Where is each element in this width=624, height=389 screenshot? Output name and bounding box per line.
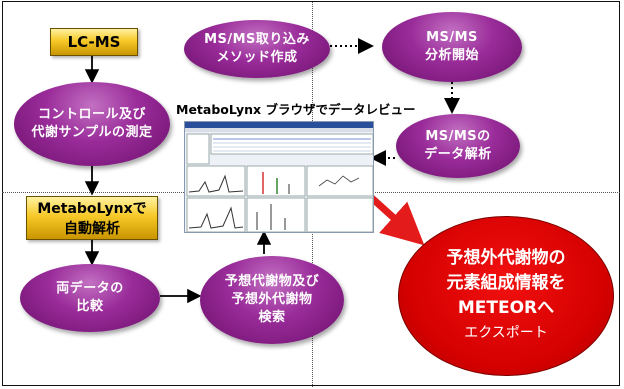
metabolynx-line-1: MetaboLynxで xyxy=(37,201,147,217)
control-line-2: 代謝サンプルの測定 xyxy=(31,125,153,140)
msms-import-method-node: MS/MS取り込み メソッド作成 xyxy=(184,20,330,78)
metabolynx-browser-screenshot xyxy=(184,121,374,233)
export-line-3: METEORへ xyxy=(457,298,555,318)
screenshot-caption: MetaboLynx ブラウザでデータレビュー xyxy=(176,102,416,117)
control-line-1: コントロール及び xyxy=(37,107,146,122)
export-line-2: 元素組成情報を xyxy=(446,273,566,293)
msms-start-node: MS/MS 分析開始 xyxy=(382,12,522,82)
compare-node: 両データの 比較 xyxy=(20,264,160,332)
metabolynx-box: MetaboLynxで 自動解析 xyxy=(26,196,158,240)
export-meteor-node: 予想外代謝物の 元素組成情報を METEORへ エクスポート xyxy=(398,216,614,376)
lcms-box: LC-MS xyxy=(50,28,138,56)
export-line-4: エクスポート xyxy=(464,325,548,341)
metabolynx-line-2: 自動解析 xyxy=(64,221,120,237)
compare-line-2: 比較 xyxy=(76,299,104,314)
msms-start-line-2: 分析開始 xyxy=(424,48,479,63)
msms-data-analysis-node: MS/MSの データ解析 xyxy=(396,114,520,178)
export-line-1: 予想外代謝物の xyxy=(446,248,566,268)
msms-analysis-line-1: MS/MSの xyxy=(425,129,491,144)
lcms-label: LC-MS xyxy=(67,33,121,51)
browser-screenshot-image xyxy=(185,122,373,232)
search-line-3: 検索 xyxy=(258,310,286,325)
msms-import-line-1: MS/MS取り込み xyxy=(204,32,310,47)
search-line-2: 予想外代謝物 xyxy=(231,292,313,307)
msms-import-line-2: メソッド作成 xyxy=(216,50,298,65)
compare-line-1: 両データの xyxy=(56,281,124,296)
search-line-1: 予想代謝物及び xyxy=(224,274,320,289)
msms-analysis-line-2: データ解析 xyxy=(424,147,492,162)
control-measurement-node: コントロール及び 代謝サンプルの測定 xyxy=(14,82,170,166)
metabolite-search-node: 予想代謝物及び 予想外代謝物 検索 xyxy=(200,256,344,344)
msms-start-line-1: MS/MS xyxy=(426,30,478,45)
